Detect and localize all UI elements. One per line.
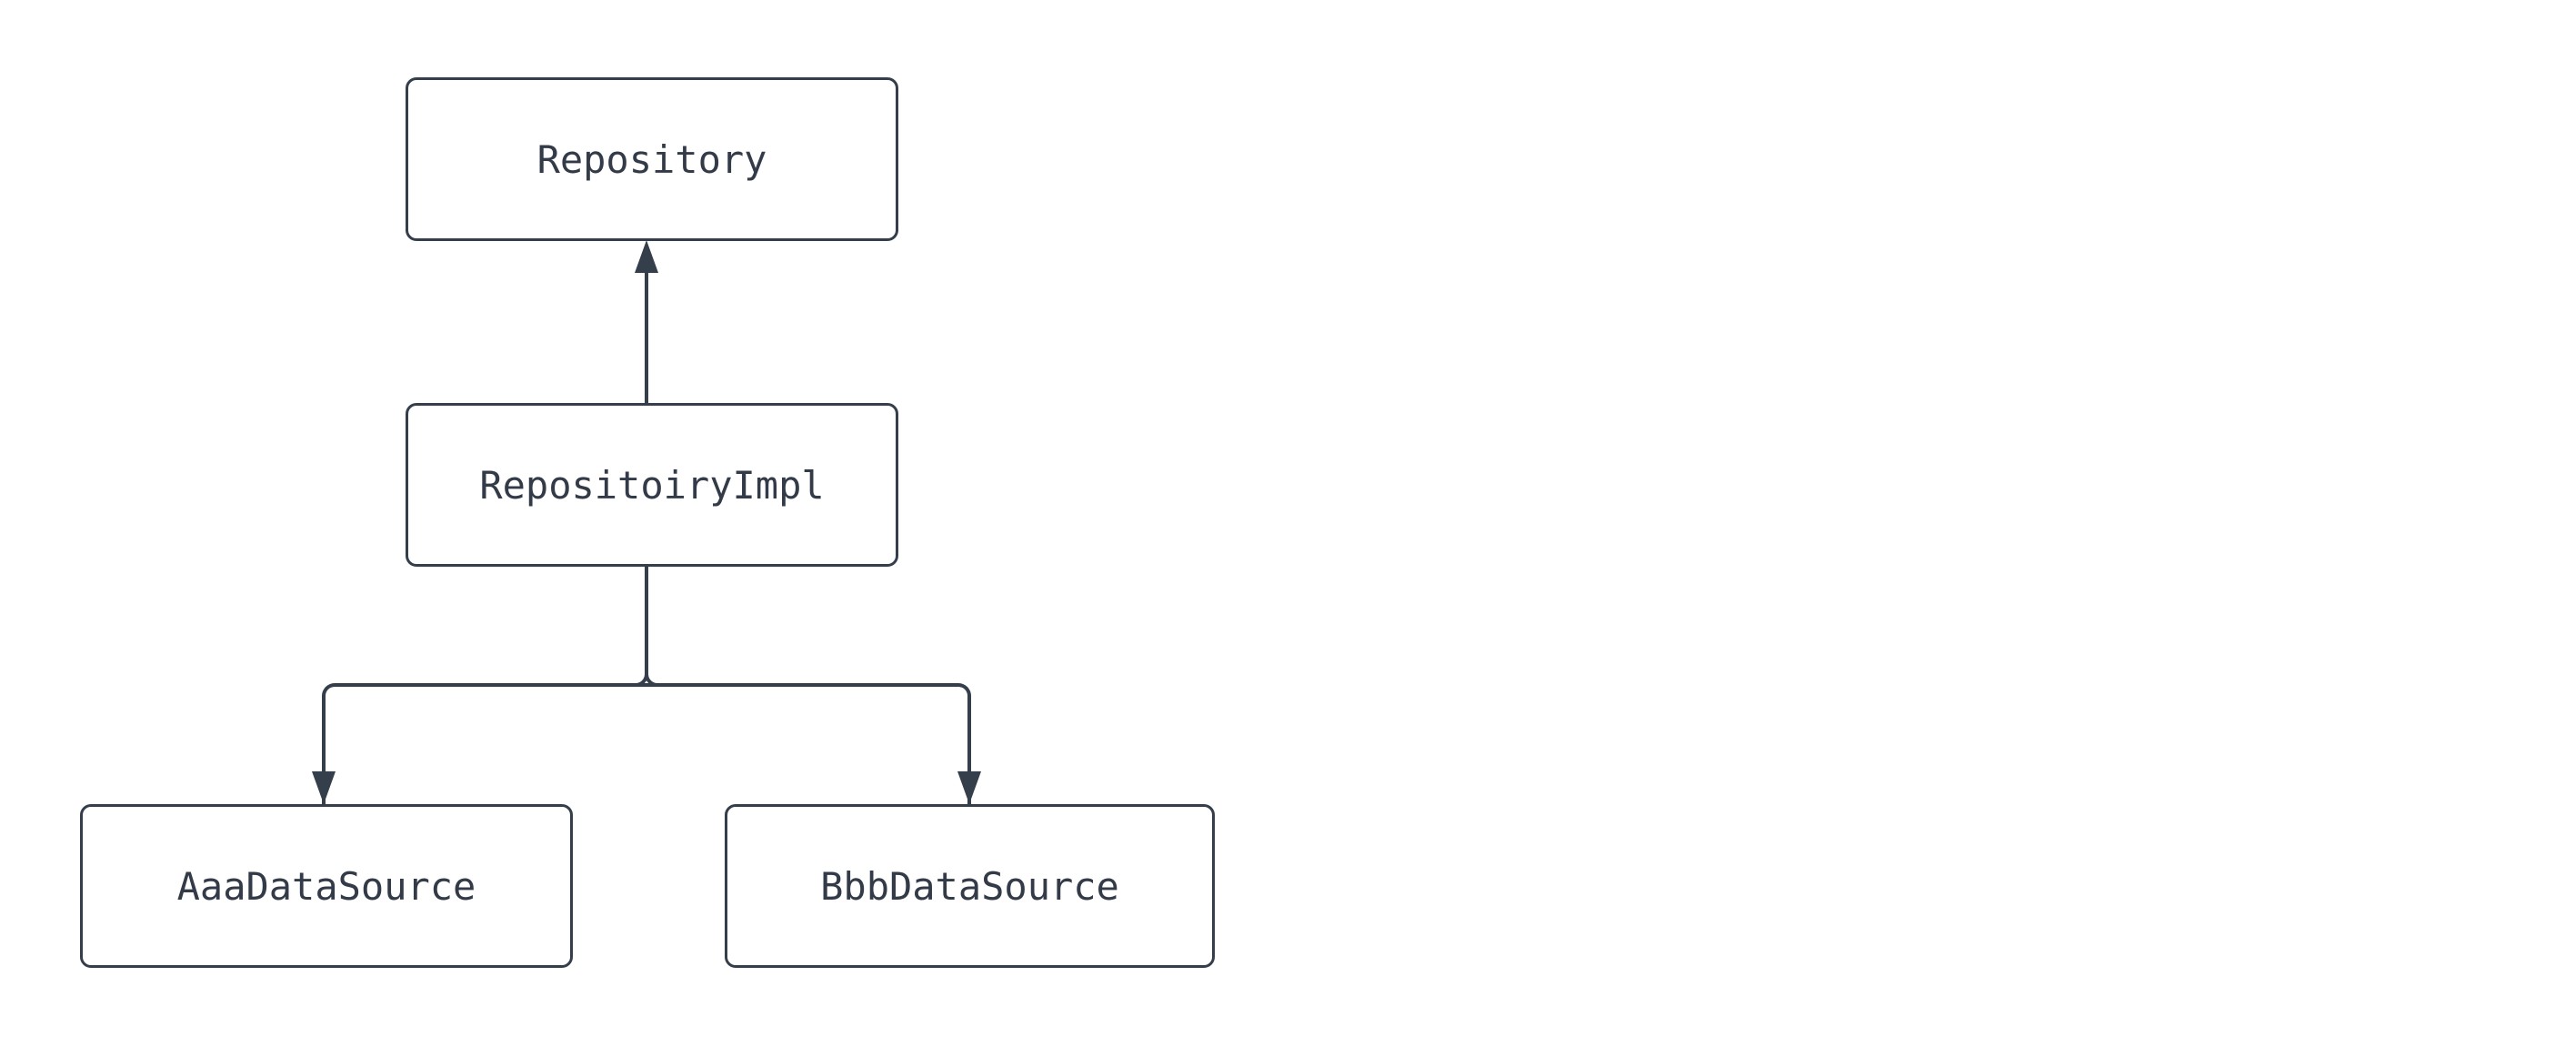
node-repositoiryimpl: RepositoiryImpl xyxy=(406,403,898,567)
edge-impl-to-sources-stem xyxy=(645,567,648,676)
arrowhead-down-bbbdatasource xyxy=(957,771,981,804)
node-aaadatasource-label: AaaDataSource xyxy=(176,863,476,909)
node-aaadatasource: AaaDataSource xyxy=(80,804,573,968)
node-repository: Repository xyxy=(406,77,898,241)
edge-impl-to-repository-line xyxy=(645,269,648,403)
arrowhead-up xyxy=(635,240,658,273)
node-repository-label: Repository xyxy=(536,136,767,182)
node-bbbdatasource-label: BbbDataSource xyxy=(820,863,1119,909)
node-repositoiryimpl-label: RepositoiryImpl xyxy=(479,462,825,508)
edge-branch-to-datasources xyxy=(322,683,971,804)
arrowhead-down-aaadatasource xyxy=(312,771,336,804)
node-bbbdatasource: BbbDataSource xyxy=(725,804,1215,968)
